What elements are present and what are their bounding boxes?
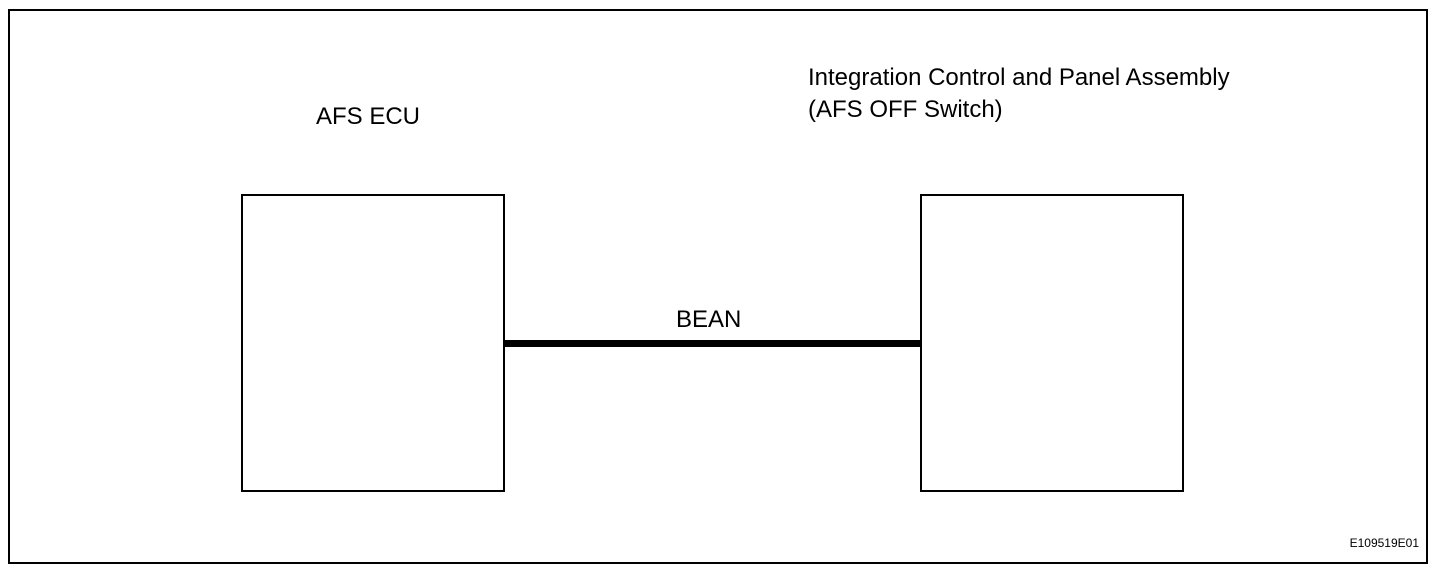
figure-id: E109519E01 — [1349, 536, 1419, 550]
bean-bus-label: BEAN — [676, 306, 742, 333]
panel-assembly-label-line1: Integration Control and Panel Assembly — [808, 64, 1230, 91]
bean-bus-line — [505, 340, 920, 347]
afs-ecu-label: AFS ECU — [316, 103, 421, 130]
diagram-frame — [8, 9, 1428, 564]
afs-ecu-box — [241, 194, 505, 492]
panel-assembly-label-line2: (AFS OFF Switch) — [808, 96, 1003, 123]
panel-assembly-box — [920, 194, 1184, 492]
